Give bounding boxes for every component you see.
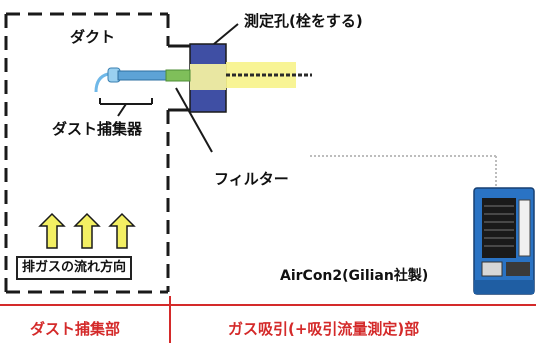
dust-collector-leader — [99, 98, 153, 117]
dust-collector-probe — [94, 67, 191, 93]
pump-model-label: AirCon2(Gilian社製) — [280, 268, 429, 284]
measurement-port-label: 測定孔(栓をする) — [244, 12, 363, 30]
dust-collector-label: ダスト捕集器 — [52, 120, 143, 138]
section-divider — [0, 296, 536, 343]
up-arrow-icon — [38, 212, 66, 249]
measurement-port — [168, 43, 227, 113]
section-gas-label: ガス吸引(+吸引流量測定)部 — [228, 320, 420, 338]
gas-flow-direction-label: 排ガスの流れ方向 — [16, 256, 133, 280]
section-dust-label: ダスト捕集部 — [30, 320, 121, 338]
up-arrow-icon — [73, 212, 101, 249]
gas-tube — [310, 155, 497, 186]
gas-flow-arrows — [38, 212, 136, 249]
pump-device-icon — [473, 187, 535, 295]
filter-label: フィルター — [214, 170, 289, 188]
filter-leader — [175, 87, 213, 153]
duct-outline — [4, 12, 170, 294]
measurement-port-leader — [213, 23, 239, 45]
duct-label: ダクト — [70, 28, 116, 46]
up-arrow-icon — [108, 212, 136, 249]
sampling-hose — [226, 62, 312, 88]
